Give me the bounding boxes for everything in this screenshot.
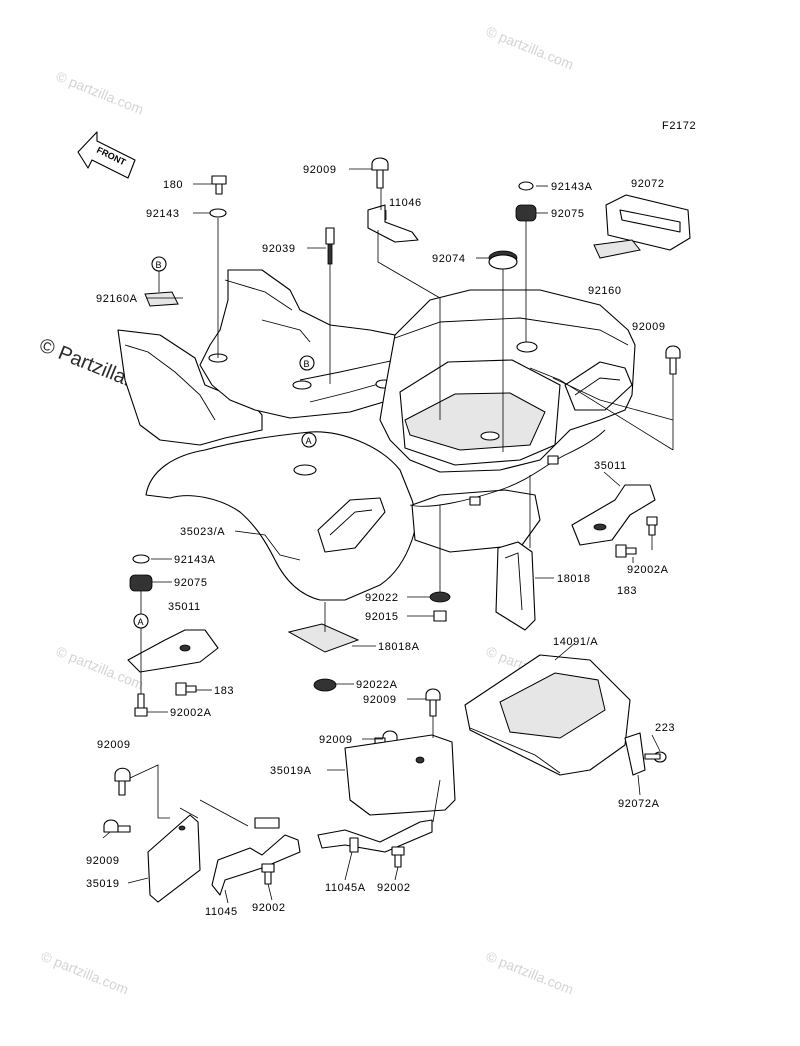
- box-cover-14091a: [464, 654, 631, 776]
- part-labels: 180 92143 92009 11046 92039 92143A 92072…: [86, 164, 675, 918]
- rear-fender-assembly: [117, 269, 636, 601]
- label-18018a: 18018A: [378, 641, 420, 653]
- label-92015: 92015: [365, 611, 399, 623]
- label-92039: 92039: [262, 243, 296, 255]
- label-92075-left: 92075: [174, 577, 208, 589]
- label-35011-left: 35011: [168, 601, 201, 613]
- label-92009-top: 92009: [303, 164, 337, 176]
- screw-92009-mid: [425, 688, 441, 717]
- watermark-small: © partzilla.com: [54, 643, 146, 693]
- bolt-180: [211, 175, 227, 195]
- pin-92039: [325, 227, 335, 265]
- screw-92009-bracket: [374, 730, 398, 745]
- label-11045: 11045: [205, 906, 238, 918]
- watermark-small: © partzilla.com: [484, 948, 576, 998]
- label-35019a: 35019A: [270, 765, 312, 777]
- label-92002-a: 92002: [252, 902, 286, 914]
- svg-text:B: B: [156, 260, 162, 270]
- label-92002a-left: 92002A: [170, 707, 212, 719]
- bolt-183-left: [175, 682, 197, 696]
- label-92075-top: 92075: [551, 208, 585, 220]
- leader-lines: [102, 168, 674, 904]
- label-92143a-top: 92143A: [551, 181, 593, 193]
- label-35011-right: 35011: [594, 460, 627, 472]
- grommet-92022: [429, 591, 451, 603]
- ref-marker-b-deck: B: [299, 355, 315, 371]
- watermark-small: © partzilla.com: [484, 23, 576, 73]
- bolt-92002a-right: [646, 516, 658, 536]
- washer-92143: [209, 208, 227, 218]
- label-11045a: 11045A: [325, 882, 366, 894]
- label-180: 180: [163, 179, 183, 191]
- diagram-code: F2172: [662, 120, 696, 132]
- label-92002-b: 92002: [377, 882, 411, 894]
- label-92009-mid: 92009: [363, 694, 397, 706]
- bracket-11045: [211, 817, 301, 896]
- label-92074: 92074: [432, 253, 466, 265]
- label-11046: 11046: [389, 197, 422, 209]
- front-arrow-icon: FRONT: [77, 131, 136, 179]
- label-18018: 18018: [557, 573, 591, 585]
- pad-92160: [593, 239, 641, 259]
- ref-marker-a-left: A: [133, 613, 149, 629]
- label-223: 223: [655, 722, 675, 734]
- nut-92015: [433, 610, 447, 622]
- ref-marker-b-left: B: [151, 256, 167, 272]
- bracket-18018: [495, 541, 536, 631]
- label-92143a-left: 92143A: [174, 554, 216, 566]
- screw-223: [644, 751, 667, 763]
- bolt-92002a-left: [134, 693, 148, 717]
- plate-18018a: [287, 623, 360, 653]
- grommet-92075-left: [129, 574, 153, 592]
- label-35019: 35019: [86, 878, 120, 890]
- bolt-183-right: [615, 544, 637, 558]
- bracket-35011-right: [571, 484, 656, 546]
- label-14091a: 14091/A: [553, 636, 598, 648]
- svg-text:A: A: [138, 617, 144, 627]
- screw-92009-top: [371, 157, 389, 189]
- bracket-35011-left: [127, 629, 219, 673]
- bolt-92002-b: [391, 846, 405, 868]
- label-92160a: 92160A: [96, 293, 138, 305]
- label-92009-lowleft1: 92009: [97, 739, 131, 751]
- label-92143: 92143: [146, 208, 180, 220]
- screw-92009-lowleft1: [114, 767, 131, 796]
- label-92002a-right: 92002A: [627, 564, 669, 576]
- grommet-92022a: [313, 678, 337, 692]
- label-183-right: 183: [617, 585, 637, 597]
- grommet-92075-top: [515, 204, 537, 222]
- label-183-left: 183: [214, 685, 234, 697]
- label-92072: 92072: [631, 178, 665, 190]
- watermark-small: © partzilla.com: [39, 948, 131, 998]
- cap-92074: [488, 250, 518, 270]
- label-35023a: 35023/A: [180, 526, 225, 538]
- washer-92143a-left: [132, 554, 150, 564]
- screw-92009-right: [665, 345, 681, 375]
- bracket-11046: [367, 204, 419, 243]
- label-92022: 92022: [365, 592, 399, 604]
- svg-text:B: B: [304, 359, 310, 369]
- label-92009-right: 92009: [632, 321, 666, 333]
- label-92009-lowleft2: 92009: [86, 855, 120, 867]
- mud-flap-35019a: [344, 734, 456, 816]
- pad-92160a: [144, 291, 179, 307]
- screw-92009-lowleft2: [103, 819, 131, 833]
- bolt-92002-a: [261, 863, 275, 885]
- ref-marker-a-fender: A: [301, 432, 317, 448]
- mud-flap-35019: [147, 814, 201, 903]
- label-92072a: 92072A: [618, 798, 660, 810]
- strap-92072a: [624, 732, 646, 776]
- label-92009-bracket: 92009: [319, 734, 353, 746]
- washer-92143a-top: [518, 181, 534, 191]
- bracket-11045a: [317, 819, 433, 853]
- label-92022a: 92022A: [356, 679, 398, 691]
- svg-text:A: A: [306, 436, 312, 446]
- watermark-small: © partzilla.com: [54, 68, 146, 118]
- label-92160: 92160: [588, 285, 622, 297]
- strap-92072: [605, 194, 691, 251]
